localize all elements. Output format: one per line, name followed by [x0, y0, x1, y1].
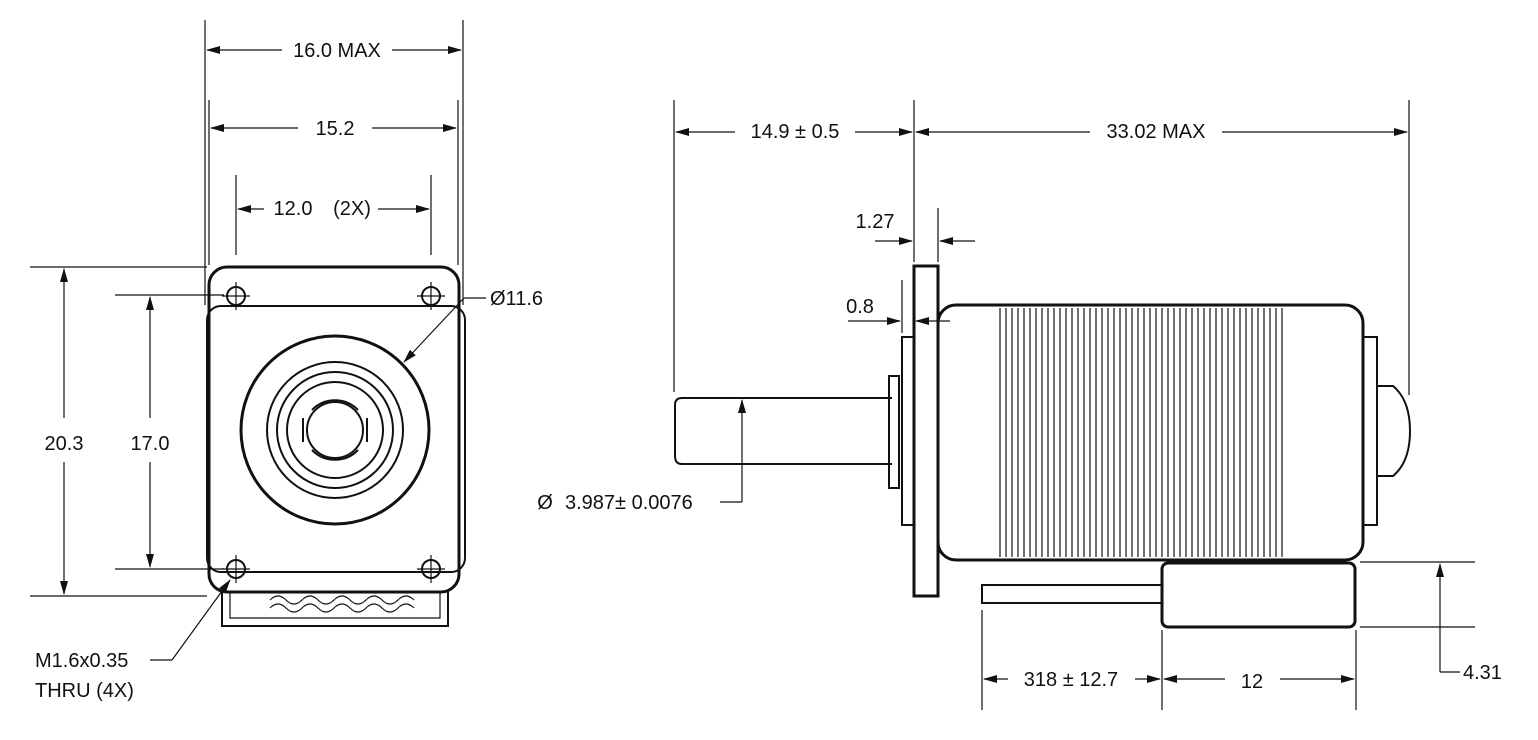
dim-overall-width: 16.0 MAX [293, 40, 381, 62]
boss-inner [266, 361, 404, 499]
mounting-holes [222, 282, 445, 583]
lead-wires [981, 584, 1163, 604]
dim-shaft-length: 14.9 ± 0.5 [751, 121, 840, 143]
dim-shaft-diameter-symbol: Ø [537, 492, 553, 514]
can-ribs [999, 308, 1283, 557]
dim-connector-length: 12 [1241, 671, 1263, 693]
rear-bearing-dome [1377, 385, 1412, 477]
dim-flange-width: 15.2 [316, 118, 355, 140]
dim-flange-thickness: 1.27 [856, 211, 895, 233]
bearing-ring [276, 371, 394, 489]
bearing-ring-inner [286, 381, 384, 479]
motor-body-outline [206, 305, 466, 573]
dim-connector-height: 4.31 [1463, 662, 1502, 684]
side-flange [912, 264, 940, 598]
dim-hole-spacing-h-qty: (2X) [333, 198, 371, 220]
side-view: 14.9 ± 0.5 33.02 MAX 1.27 0.8 Ø 3.987± 0… [537, 100, 1502, 710]
thread-callout-line2: THRU (4X) [35, 680, 134, 702]
dim-shaft-diameter: 3.987± 0.0076 [565, 492, 693, 514]
shaft-end [306, 401, 364, 459]
front-flange [207, 265, 461, 594]
dim-hole-spacing-h: 12.0 [274, 198, 313, 220]
boss-outer [239, 334, 431, 526]
front-extension-lines [30, 20, 464, 597]
retaining-clip [302, 399, 368, 461]
front-view: 16.0 MAX 15.2 12.0 (2X) 20.3 17.0 Ø11.6 … [30, 20, 543, 702]
rear-cap [1362, 336, 1378, 526]
dim-body-length: 33.02 MAX [1107, 121, 1206, 143]
dim-pilot-thickness: 0.8 [846, 296, 874, 318]
dim-lead-length: 318 ± 12.7 [1024, 669, 1118, 691]
shaft [674, 397, 892, 465]
connector-front [221, 592, 449, 627]
thread-callout-line1: M1.6x0.35 [35, 650, 128, 672]
connector-side [1160, 561, 1357, 629]
shaft-collar [888, 375, 900, 489]
side-extension-lines [673, 100, 1475, 710]
dim-hole-spacing-v: 17.0 [131, 433, 170, 455]
dim-overall-height: 20.3 [45, 433, 84, 455]
pilot-boss [901, 336, 915, 526]
dim-boss-diameter: Ø11.6 [490, 288, 543, 310]
